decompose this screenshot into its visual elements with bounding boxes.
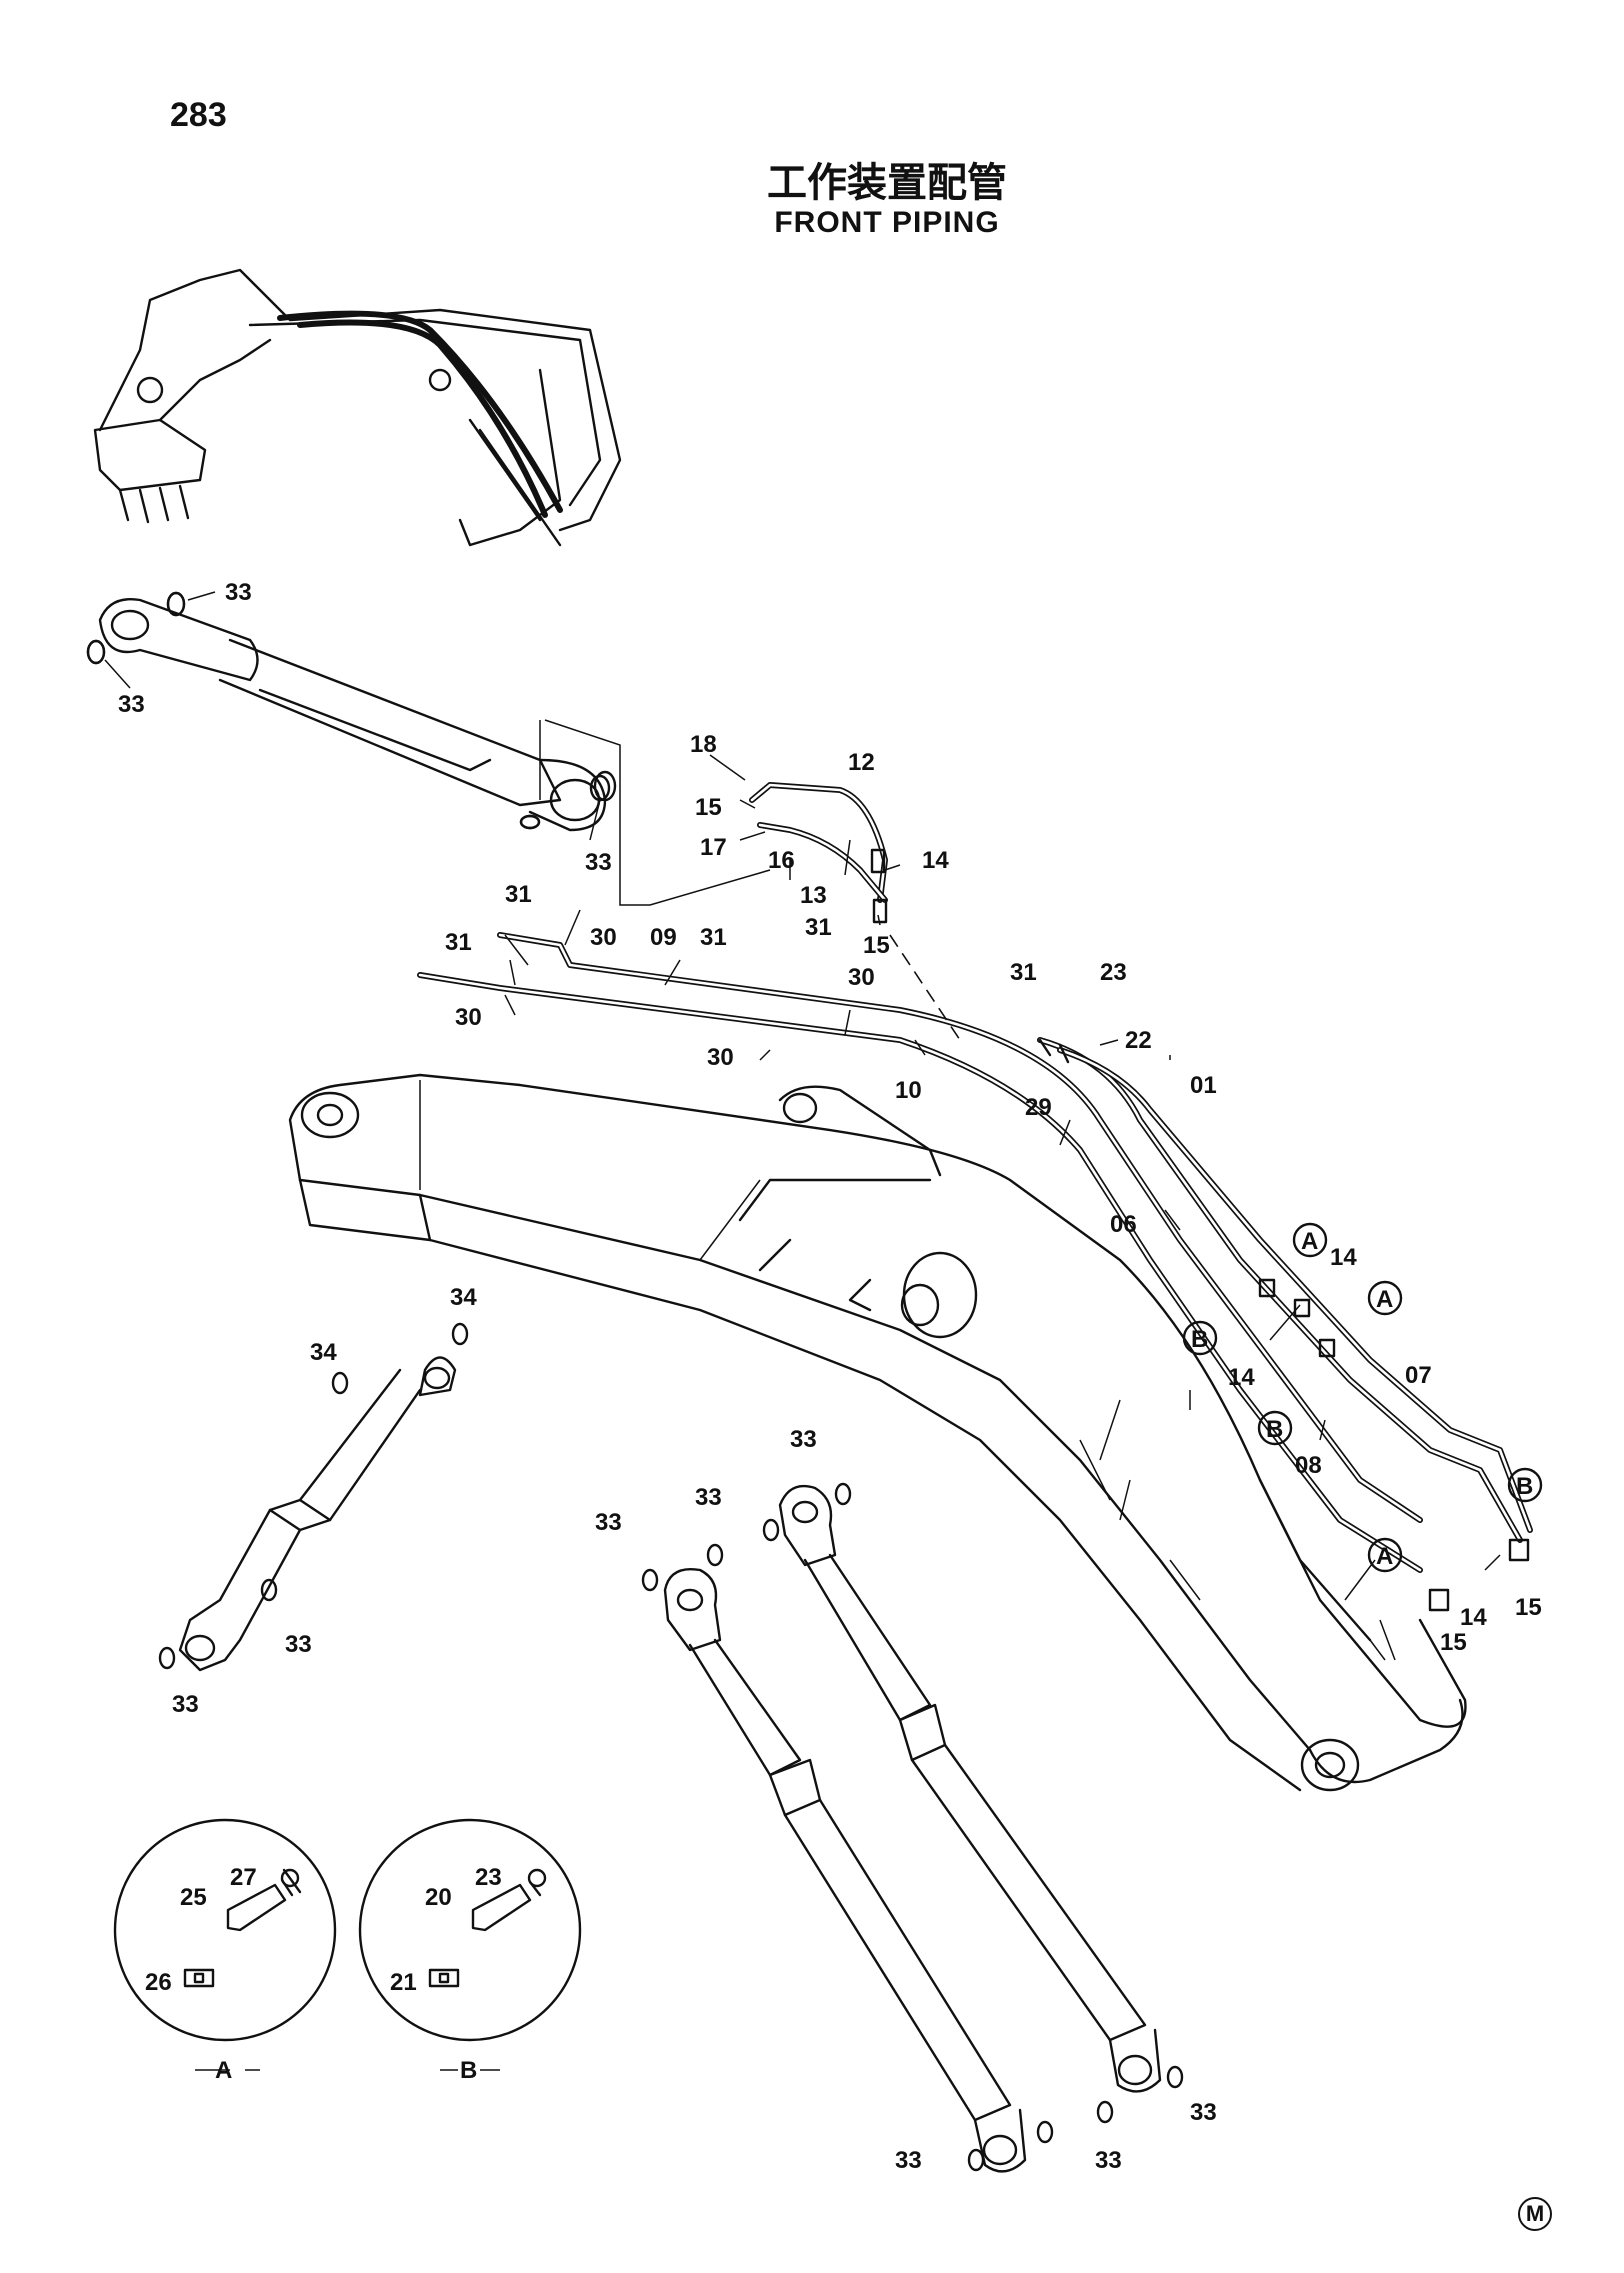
callout-23: 23 (475, 1864, 502, 1891)
callout-23: 23 (1100, 959, 1127, 986)
callout-12: 12 (848, 749, 875, 776)
callout-33: 33 (585, 849, 612, 876)
callout-33: 33 (225, 579, 252, 606)
callout-16: 16 (768, 847, 795, 874)
callout-31: 31 (805, 914, 832, 941)
callout-30: 30 (455, 1004, 482, 1031)
bucket-cylinder (178, 1356, 457, 1672)
marker-a: A (1301, 1228, 1318, 1255)
callout-31: 31 (1010, 959, 1037, 986)
callout-14: 14 (922, 847, 949, 874)
callout-labels: 33 33 33 18 12 15 17 16 13 14 15 31 31 3… (118, 579, 1542, 2174)
callout-09: 09 (650, 924, 677, 951)
callout-33: 33 (790, 1426, 817, 1453)
callout-33: 33 (1190, 2099, 1217, 2126)
title-chinese: 工作装置配管 (767, 160, 1007, 206)
callout-30: 30 (707, 1044, 734, 1071)
callout-31: 31 (700, 924, 727, 951)
callout-34: 34 (310, 1339, 337, 1366)
callout-33: 33 (285, 1631, 312, 1658)
footer-mark: M (1518, 2197, 1552, 2231)
marker-b: B (1516, 1473, 1533, 1500)
callout-33: 33 (695, 1484, 722, 1511)
callout-15: 15 (1515, 1594, 1542, 1621)
title-english: FRONT PIPING (774, 206, 1000, 239)
callout-30: 30 (590, 924, 617, 951)
leader-lines (104, 591, 1501, 1601)
callout-33: 33 (172, 1691, 199, 1718)
callout-15: 15 (695, 794, 722, 821)
boom-piping (417, 782, 1533, 1612)
detail-label-b: B (460, 2057, 477, 2084)
callout-21: 21 (390, 1969, 417, 1996)
callout-13: 13 (800, 882, 827, 909)
callout-31: 31 (505, 881, 532, 908)
callout-22: 22 (1125, 1027, 1152, 1054)
callout-31: 31 (445, 929, 472, 956)
marker-b: B (1266, 1416, 1283, 1443)
callout-14: 14 (1460, 1604, 1487, 1631)
callout-26: 26 (145, 1969, 172, 1996)
callout-06: 06 (1110, 1211, 1137, 1238)
callout-17: 17 (700, 834, 727, 861)
callout-10: 10 (895, 1077, 922, 1104)
marker-a: A (1376, 1543, 1393, 1570)
callout-14: 14 (1228, 1364, 1255, 1391)
callout-30: 30 (848, 964, 875, 991)
callout-29: 29 (1025, 1094, 1052, 1121)
callout-01: 01 (1190, 1072, 1217, 1099)
callout-15: 15 (863, 932, 890, 959)
callout-33: 33 (895, 2147, 922, 2174)
callout-15: 15 (1440, 1629, 1467, 1656)
boom-cylinders (663, 1484, 1162, 2173)
boom-structure (288, 1073, 1467, 1792)
callout-14: 14 (1330, 1244, 1357, 1271)
page-number: 283 (170, 96, 227, 134)
callout-33: 33 (595, 1509, 622, 1536)
detail-view-a (113, 1818, 337, 2042)
callout-18: 18 (690, 731, 717, 758)
callout-27: 27 (230, 1864, 257, 1891)
callout-34: 34 (450, 1284, 477, 1311)
marker-a: A (1376, 1286, 1393, 1313)
o-rings (86, 591, 1184, 2172)
callout-25: 25 (180, 1884, 207, 1911)
callout-33: 33 (118, 691, 145, 718)
detail-view-b (358, 1818, 582, 2042)
callout-08: 08 (1295, 1452, 1322, 1479)
excavator-overview-illustration (93, 268, 622, 547)
detail-markers: A A B B B A A B (195, 1222, 1543, 2084)
arm-cylinder (86, 591, 771, 906)
marker-b: B (1191, 1326, 1208, 1353)
callout-33: 33 (1095, 2147, 1122, 2174)
callout-07: 07 (1405, 1362, 1432, 1389)
callout-20: 20 (425, 1884, 452, 1911)
